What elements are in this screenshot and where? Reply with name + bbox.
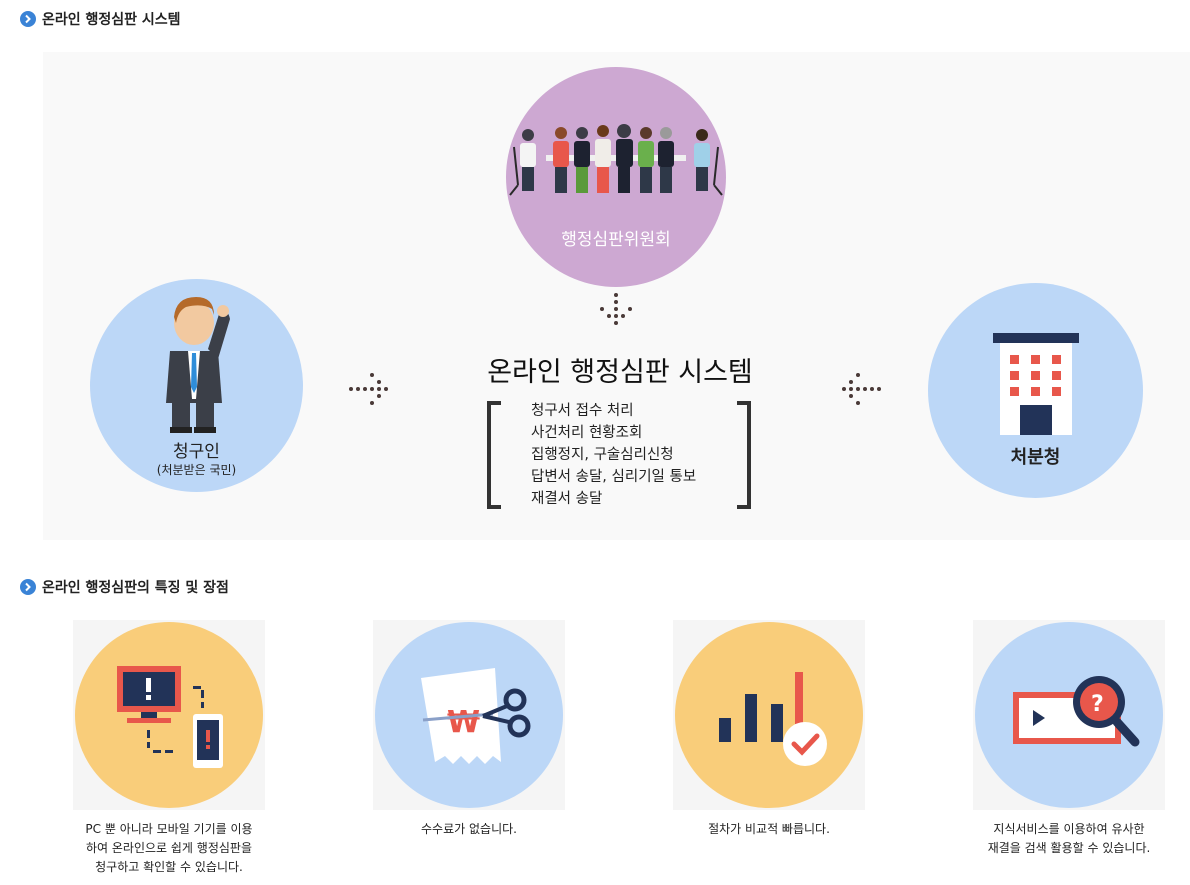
monitor-mobile-icon [117,666,223,768]
feature-card-fast: 절차가 비교적 빠릅니다. [673,620,865,839]
system-title: 온라인 행정심판 시스템 [487,357,753,388]
section-title-features: 온라인 행정심판의 특징 및 장점 [20,577,229,597]
claimant-sublabel: (처분받은 국민) [156,463,237,477]
chevron-right-icon [20,579,36,595]
arrow-down-icon [600,293,632,325]
bracket-left [487,401,501,509]
building-icon [993,333,1079,435]
process-list: 청구서 접수 처리 사건처리 현황조회 집행정지, 구술심리신청 답변서 송달,… [531,400,696,510]
section-title-text: 온라인 행정심판 시스템 [42,12,181,28]
list-item: 사건처리 현황조회 [531,425,643,441]
bracket-right [737,401,751,509]
feature-card-knowledge: ? 지식서비스를 이용하여 유사한 재결을 검색 활용할 수 있습니다. [973,620,1165,858]
bar-chart-check-icon [719,672,827,766]
scissors-receipt-icon: ₩ [421,668,531,764]
section-title-text: 온라인 행정심판의 특징 및 장점 [42,580,229,596]
feature-description: PC 뿐 아니라 모바일 기기를 이용 하여 온라인으로 쉽게 행정심판을 청구… [85,822,253,874]
meeting-people-icon [509,124,723,196]
list-item: 재결서 송달 [531,491,603,507]
video-search-icon: ? [1013,676,1140,747]
feature-description: 수수료가 없습니다. [421,822,517,836]
feature-description: 지식서비스를 이용하여 유사한 재결을 검색 활용할 수 있습니다. [987,822,1151,855]
citizen-person-icon [166,297,230,433]
feature-card-mobile: PC 뿐 아니라 모바일 기기를 이용 하여 온라인으로 쉽게 행정심판을 청구… [73,620,265,877]
feature-card-no-fee: ₩ 수수료가 없습니다. [373,620,565,839]
committee-circle: 행정심판위원회 [506,67,726,287]
agency-circle: 처분청 [928,283,1143,498]
svg-text:₩: ₩ [447,705,480,740]
svg-text:?: ? [1091,692,1104,717]
list-item: 답변서 송달, 심리기일 통보 [531,469,697,485]
claimant-label: 청구인 [173,442,220,462]
chevron-right-icon [20,11,36,27]
list-item: 청구서 접수 처리 [531,403,634,419]
feature-description: 절차가 비교적 빠릅니다. [708,822,830,836]
list-item: 집행정지, 구술심리신청 [531,447,674,463]
arrow-left-icon [842,373,881,405]
arrow-right-icon [349,373,388,405]
agency-label: 처분청 [1010,447,1061,468]
claimant-circle: 청구인 (처분받은 국민) [90,279,303,492]
section-title-system: 온라인 행정심판 시스템 [20,9,181,29]
committee-label: 행정심판위원회 [561,230,671,250]
